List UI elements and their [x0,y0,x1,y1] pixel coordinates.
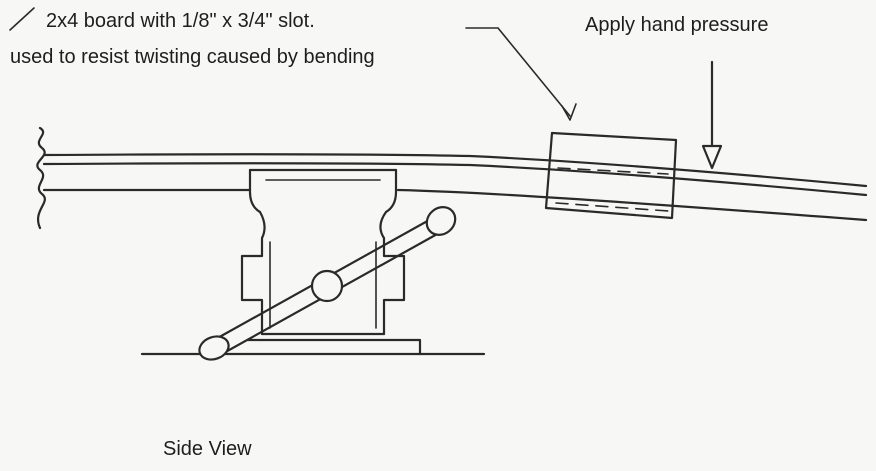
break-line [36,126,46,230]
vise-right-profile [379,168,406,336]
vise-base-step [246,338,422,356]
bent-part-inner-edge [42,162,868,197]
board-leader-line [465,27,571,117]
vise-handle-hub [310,269,344,303]
side-view-caption: Side View [163,438,252,460]
board-label-line-2: used to resist twisting caused by bendin… [10,46,375,68]
vise-left-profile [240,168,266,336]
slot-hidden-line-upper [557,167,669,175]
board-leader-arrowhead [561,103,577,121]
bent-part-bottom-edge-right [396,188,868,222]
pressure-arrowhead [701,144,723,170]
vise-handle-top-knob [425,206,457,236]
hand-pressure-label: Apply hand pressure [585,14,769,36]
slotted-2x4-block [544,131,678,220]
board-label-tick [9,7,35,31]
vise-handle-bottom-knob [198,335,230,361]
bent-part-top-edge [42,153,868,188]
board-label-line-1: 2x4 board with 1/8" x 3/4" slot. [46,10,315,32]
